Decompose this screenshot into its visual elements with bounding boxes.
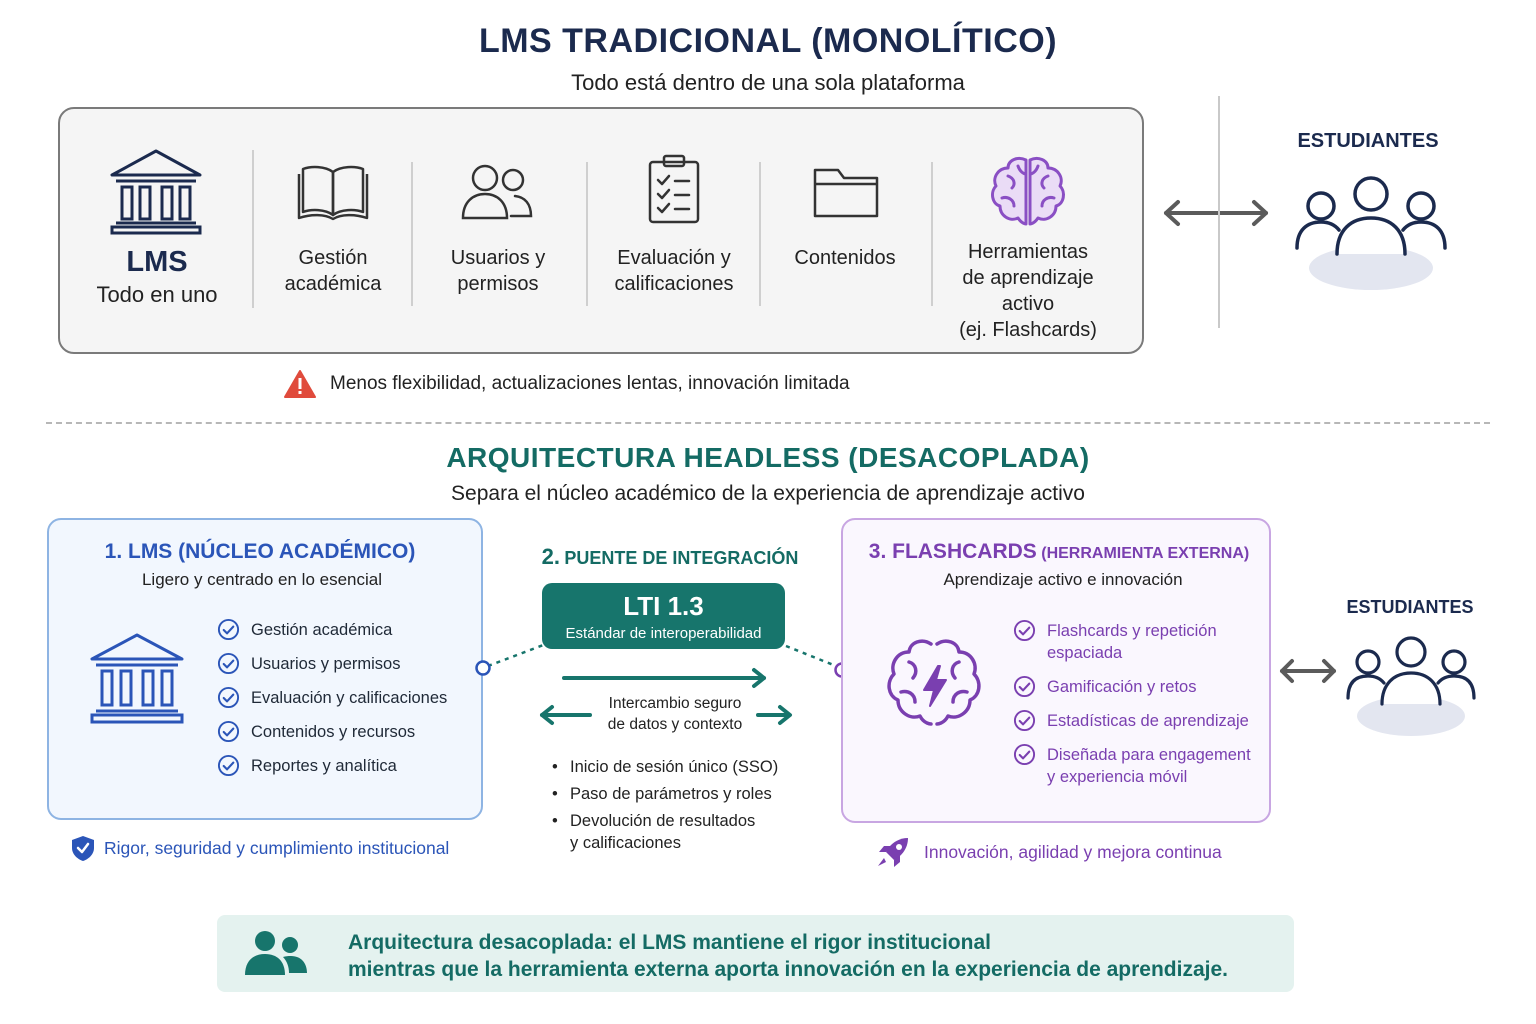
warning-triangle-icon [283,369,317,404]
list-item: Gestión académica [217,618,477,653]
lms-core-list: Gestión académica Usuarios y permisos Ev… [217,618,477,789]
folder-icon [812,162,880,225]
headless-subtitle: Separa el núcleo académico de la experie… [451,482,1085,505]
check-circle-icon [1013,743,1036,766]
check-circle-icon [217,686,240,709]
module-divider [931,162,933,306]
list-item: Usuarios y permisos [217,652,477,687]
monolithic-subtitle: Todo está dentro de una sola plataforma [571,70,965,95]
rocket-icon [874,836,912,875]
brain-bolt-icon [884,636,984,737]
check-circle-icon [1013,675,1036,698]
lti-standard-box: LTI 1.3 Estándar de interoperabilidad [542,583,785,649]
shield-check-icon [70,834,96,867]
check-circle-icon [217,652,240,675]
users-icon [459,160,535,227]
lms-core-subtitle: Ligero y centrado en lo esencial [141,570,383,589]
list-item: Gamificación y retos [1013,675,1263,698]
institution-icon [108,147,204,242]
students-label-bottom: ESTUDIANTES [1346,597,1474,617]
arrow-right-icon [560,667,772,694]
list-item: •Inicio de sesión único (SSO) [552,758,779,776]
module-divider [586,162,588,306]
lti-description: Estándar de interoperabilidad [565,625,762,642]
arrow-right-small-icon [754,704,794,731]
headless-title: ARQUITECTURA HEADLESS (DESACOPLADA) [446,442,1090,473]
lms-label: LMS [126,246,188,278]
flashcards-box [841,518,1271,823]
list-item: Reportes y analítica [217,754,477,789]
check-circle-icon [217,720,240,743]
lms-core-box [47,518,483,820]
students-group-icon [1293,170,1449,299]
check-circle-icon [1013,619,1036,642]
connector-left [474,636,550,685]
list-item: Contenidos y recursos [217,720,477,755]
list-item: Estadísticas de aprendizaje [1013,709,1263,732]
book-icon [297,162,369,227]
module-contents: Contenidos [794,247,896,269]
module-divider [759,162,761,306]
module-divider [252,150,254,308]
institution-icon [88,631,186,732]
brain-icon [988,154,1068,233]
monolithic-title: LMS TRADICIONAL (MONOLÍTICO) [478,22,1058,60]
list-item: •Paso de parámetros y roles [552,785,772,803]
flashcards-title: 3. FLASHCARDS (HERRAMIENTA EXTERNA) [868,540,1250,563]
lms-subtitle: Todo en uno [96,282,218,307]
lti-version: LTI 1.3 [623,591,704,621]
lms-core-footer: Rigor, seguridad y cumplimiento instituc… [104,838,450,858]
list-item: Evaluación y calificaciones [217,686,477,721]
summary-text: Arquitectura desacoplada: el LMS mantien… [348,931,1228,981]
clipboard-checklist-icon [646,154,702,231]
lms-core-title: 1. LMS (NÚCLEO ACADÉMICO) [104,540,416,563]
bridge-bullets: •Inicio de sesión único (SSO) •Paso de p… [552,756,812,854]
check-circle-icon [217,754,240,777]
bidirectional-arrow-icon [1160,198,1272,233]
check-circle-icon [1013,709,1036,732]
section-divider [46,422,1490,424]
bidirectional-arrow-icon [1277,657,1339,690]
students-label-top: ESTUDIANTES [1297,130,1439,152]
summary-banner [217,915,1294,992]
warning-text: Menos flexibilidad, actualizaciones lent… [330,373,850,394]
vertical-separator [1218,96,1220,328]
flashcards-footer: Innovación, agilidad y mejora continua [924,842,1222,862]
arrow-left-icon [538,704,594,731]
module-divider [411,162,413,306]
check-circle-icon [217,618,240,641]
bridge-title: 2. PUENTE DE INTEGRACIÓN [541,544,799,569]
people-icon [243,929,309,982]
flashcards-subtitle: Aprendizaje activo e innovación [943,570,1183,589]
students-group-icon [1344,632,1478,743]
monolithic-platform-box [58,107,1144,354]
